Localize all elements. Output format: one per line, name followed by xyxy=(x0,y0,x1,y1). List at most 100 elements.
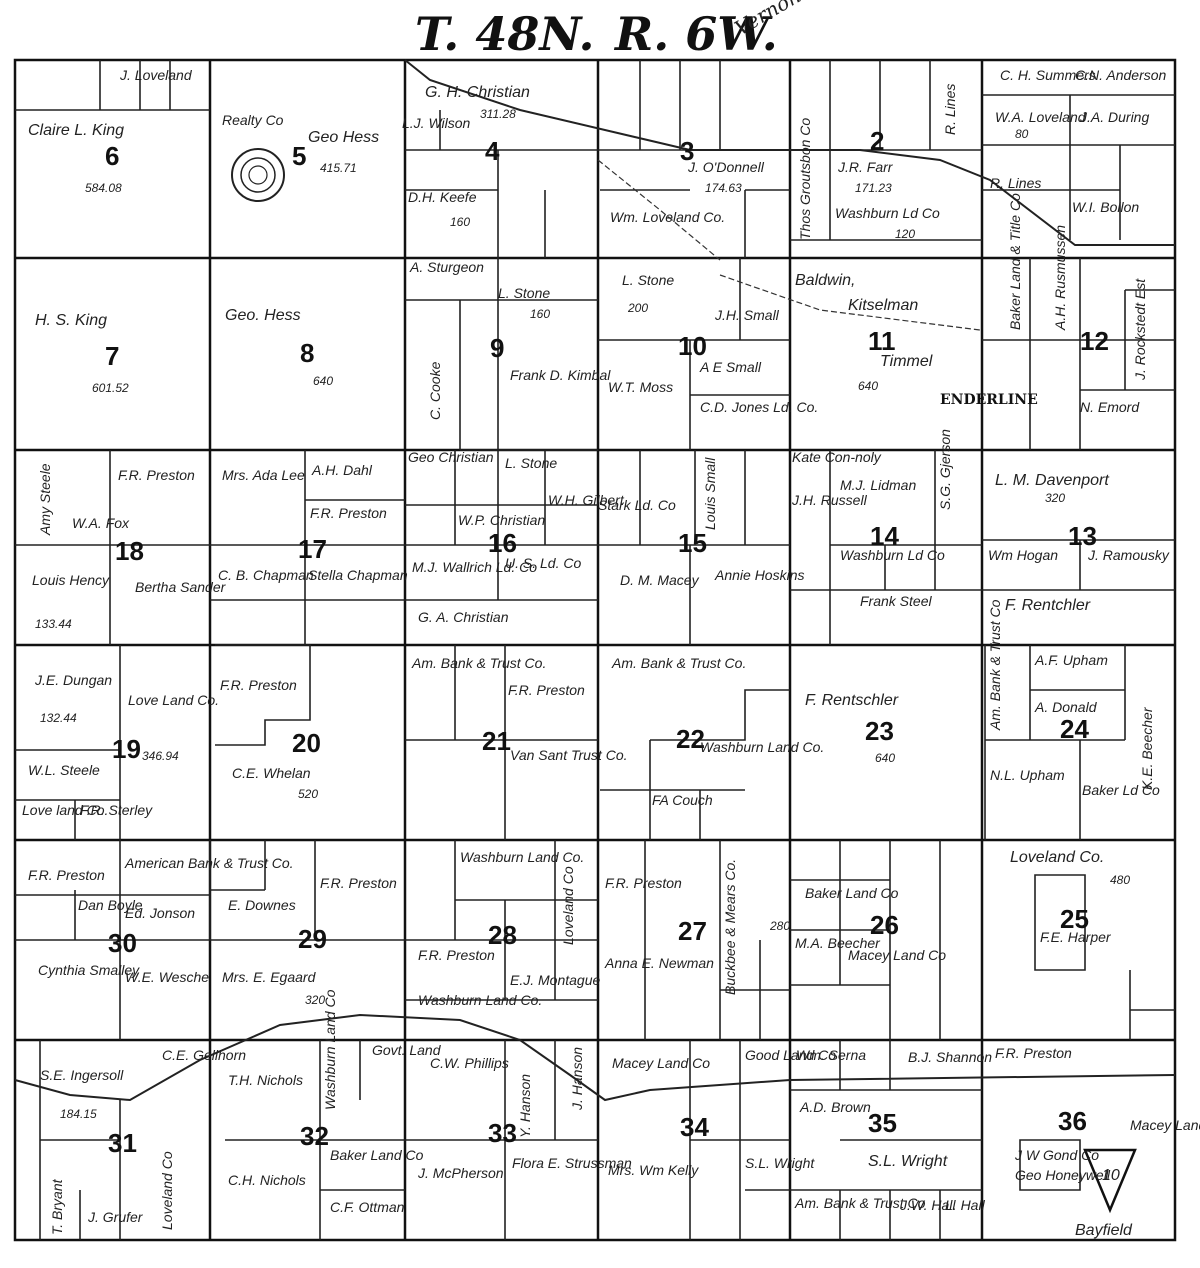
owner-label: Mrs. Ada Lee xyxy=(222,467,305,483)
owner-label: Govt. Land xyxy=(372,1042,442,1058)
acreage-label: 160 xyxy=(530,307,550,321)
owner-label: L. Stone xyxy=(498,285,550,301)
section-number: 29 xyxy=(298,924,327,954)
owner-label: Am. Bank & Trust Co xyxy=(794,1195,926,1211)
owner-label: Louis Small xyxy=(702,457,718,530)
lake-contour xyxy=(240,157,276,193)
acreage-label: 160 xyxy=(450,215,470,229)
acreage-label: 174.63 xyxy=(705,181,742,195)
parcel-line xyxy=(225,1040,405,1240)
owner-label: Geo Honeywell xyxy=(1015,1167,1111,1183)
owner-label: L. M. Davenport xyxy=(995,472,1109,489)
owner-label: J W Gond Co xyxy=(1014,1147,1099,1163)
owner-label: S.E. Ingersoll xyxy=(40,1067,124,1083)
owner-label: L. Stone xyxy=(505,455,557,471)
section-number: 25 xyxy=(1060,904,1089,934)
acreage-label: 584.08 xyxy=(85,181,122,195)
owner-label: Am. Bank & Trust Co. xyxy=(411,655,546,671)
owner-label: J.R. Farr xyxy=(837,159,894,175)
section-number: 10 xyxy=(678,331,707,361)
owner-label: A.F. Upham xyxy=(1034,652,1108,668)
acreage-label: 132.44 xyxy=(40,711,77,725)
owner-label: Macey Land Co xyxy=(1130,1117,1200,1133)
owner-label: Geo Christian xyxy=(408,449,494,465)
owner-label: G. A. Christian xyxy=(418,609,509,625)
place-name: ENDERLINE xyxy=(940,392,1038,408)
section-number: 32 xyxy=(300,1121,329,1151)
owner-label: Washburn Land Co. xyxy=(700,739,824,755)
owner-label: Loveland Co. xyxy=(1010,849,1104,866)
owner-label: Am. Bank & Trust Co xyxy=(987,599,1003,731)
section-numbers: 12 2 3 4 5 6 7 8 9 10 11 13 14 15 16 17 … xyxy=(105,126,1109,1158)
owner-label: F.R. Preston xyxy=(418,947,495,963)
parcel-line xyxy=(210,840,405,941)
owner-label: Anna E. Newman xyxy=(604,955,714,971)
parcel-line xyxy=(215,644,311,746)
owner-label: D. M. Macey xyxy=(620,572,700,588)
parcel-line xyxy=(644,840,790,1040)
highway-number: 10 xyxy=(1102,1167,1120,1184)
parcel-line xyxy=(405,110,598,258)
section-number: 28 xyxy=(488,920,517,950)
trail xyxy=(597,159,721,261)
section-number: 30 xyxy=(108,928,137,958)
owner-label: Washburn Land Co xyxy=(322,989,338,1110)
section-number: 27 xyxy=(678,916,707,946)
acreage-label: 80 xyxy=(1015,127,1029,141)
owner-label: J. McPherson xyxy=(417,1165,504,1181)
section-number: 34 xyxy=(680,1112,709,1142)
parcel-line xyxy=(15,840,266,1040)
owner-label: C.E. Whelan xyxy=(232,765,311,781)
parcel-line xyxy=(598,258,790,450)
parcel-line xyxy=(598,450,790,645)
owner-label: C. H. Summers xyxy=(1000,67,1096,83)
owner-label: Washburn Land Co. xyxy=(460,849,584,865)
owner-label: W.T. Moss xyxy=(608,379,673,395)
acreage-label: 311.28 xyxy=(480,107,516,121)
owner-label: Baker Land Co xyxy=(330,1147,424,1163)
section-number: 23 xyxy=(865,716,894,746)
owner-label: B.J. Shannon xyxy=(908,1049,992,1065)
section-number: 17 xyxy=(298,534,327,564)
owner-label: Bertha Sander xyxy=(135,579,227,595)
owner-label: S.L. Wright xyxy=(868,1153,948,1170)
owner-label: L. Hall xyxy=(945,1197,986,1213)
section-number: 14 xyxy=(870,521,899,551)
section-number: 8 xyxy=(300,338,314,368)
owner-label: U. S. Ld. Co xyxy=(505,555,581,571)
owner-label: W.A. Loveland xyxy=(995,109,1087,125)
owner-label: H. S. King xyxy=(35,312,107,329)
owner-label: Washburn Ld Co xyxy=(835,205,940,221)
owner-label: Loveland Co xyxy=(560,866,576,945)
owner-label: F. Rentschler xyxy=(805,692,899,709)
section-number: 18 xyxy=(115,536,144,566)
highway-shield-icon xyxy=(1083,1148,1137,1214)
lake-contour xyxy=(248,165,268,185)
owner-label: Geo Hess xyxy=(308,129,379,146)
owner-label: Geo. Hess xyxy=(225,307,301,324)
parcel-line xyxy=(790,1040,982,1240)
parcel-line xyxy=(982,94,1175,240)
section-number: 24 xyxy=(1060,714,1089,744)
owner-label: Timmel xyxy=(880,353,933,370)
parcel-line xyxy=(984,645,1126,840)
section-number: 9 xyxy=(490,333,504,363)
section-number: 35 xyxy=(868,1108,897,1138)
owner-label: Baker Ld Co xyxy=(1082,782,1160,798)
section-number: 7 xyxy=(105,341,119,371)
parcel-line xyxy=(39,1040,121,1240)
owner-label: Mrs. E. Egaard xyxy=(222,969,317,985)
parcel-line xyxy=(15,450,210,645)
owner-label: M.A. Beecher xyxy=(795,935,881,951)
owner-label: Baldwin, xyxy=(795,272,855,289)
owner-label: J.A. During xyxy=(1079,109,1149,125)
owner-label: Loveland Co xyxy=(159,1151,175,1230)
owner-label: FA Couch xyxy=(652,792,713,808)
owner-label: G. H. Christian xyxy=(425,84,530,101)
owner-label: Stark Ld. Co xyxy=(598,497,676,513)
acreage-label: 415.71 xyxy=(320,161,357,175)
owner-label: J. Hanson xyxy=(569,1047,585,1111)
owner-label: Kitselman xyxy=(848,297,918,314)
owner-label: A.D. Brown xyxy=(799,1099,871,1115)
section-number: 20 xyxy=(292,728,321,758)
